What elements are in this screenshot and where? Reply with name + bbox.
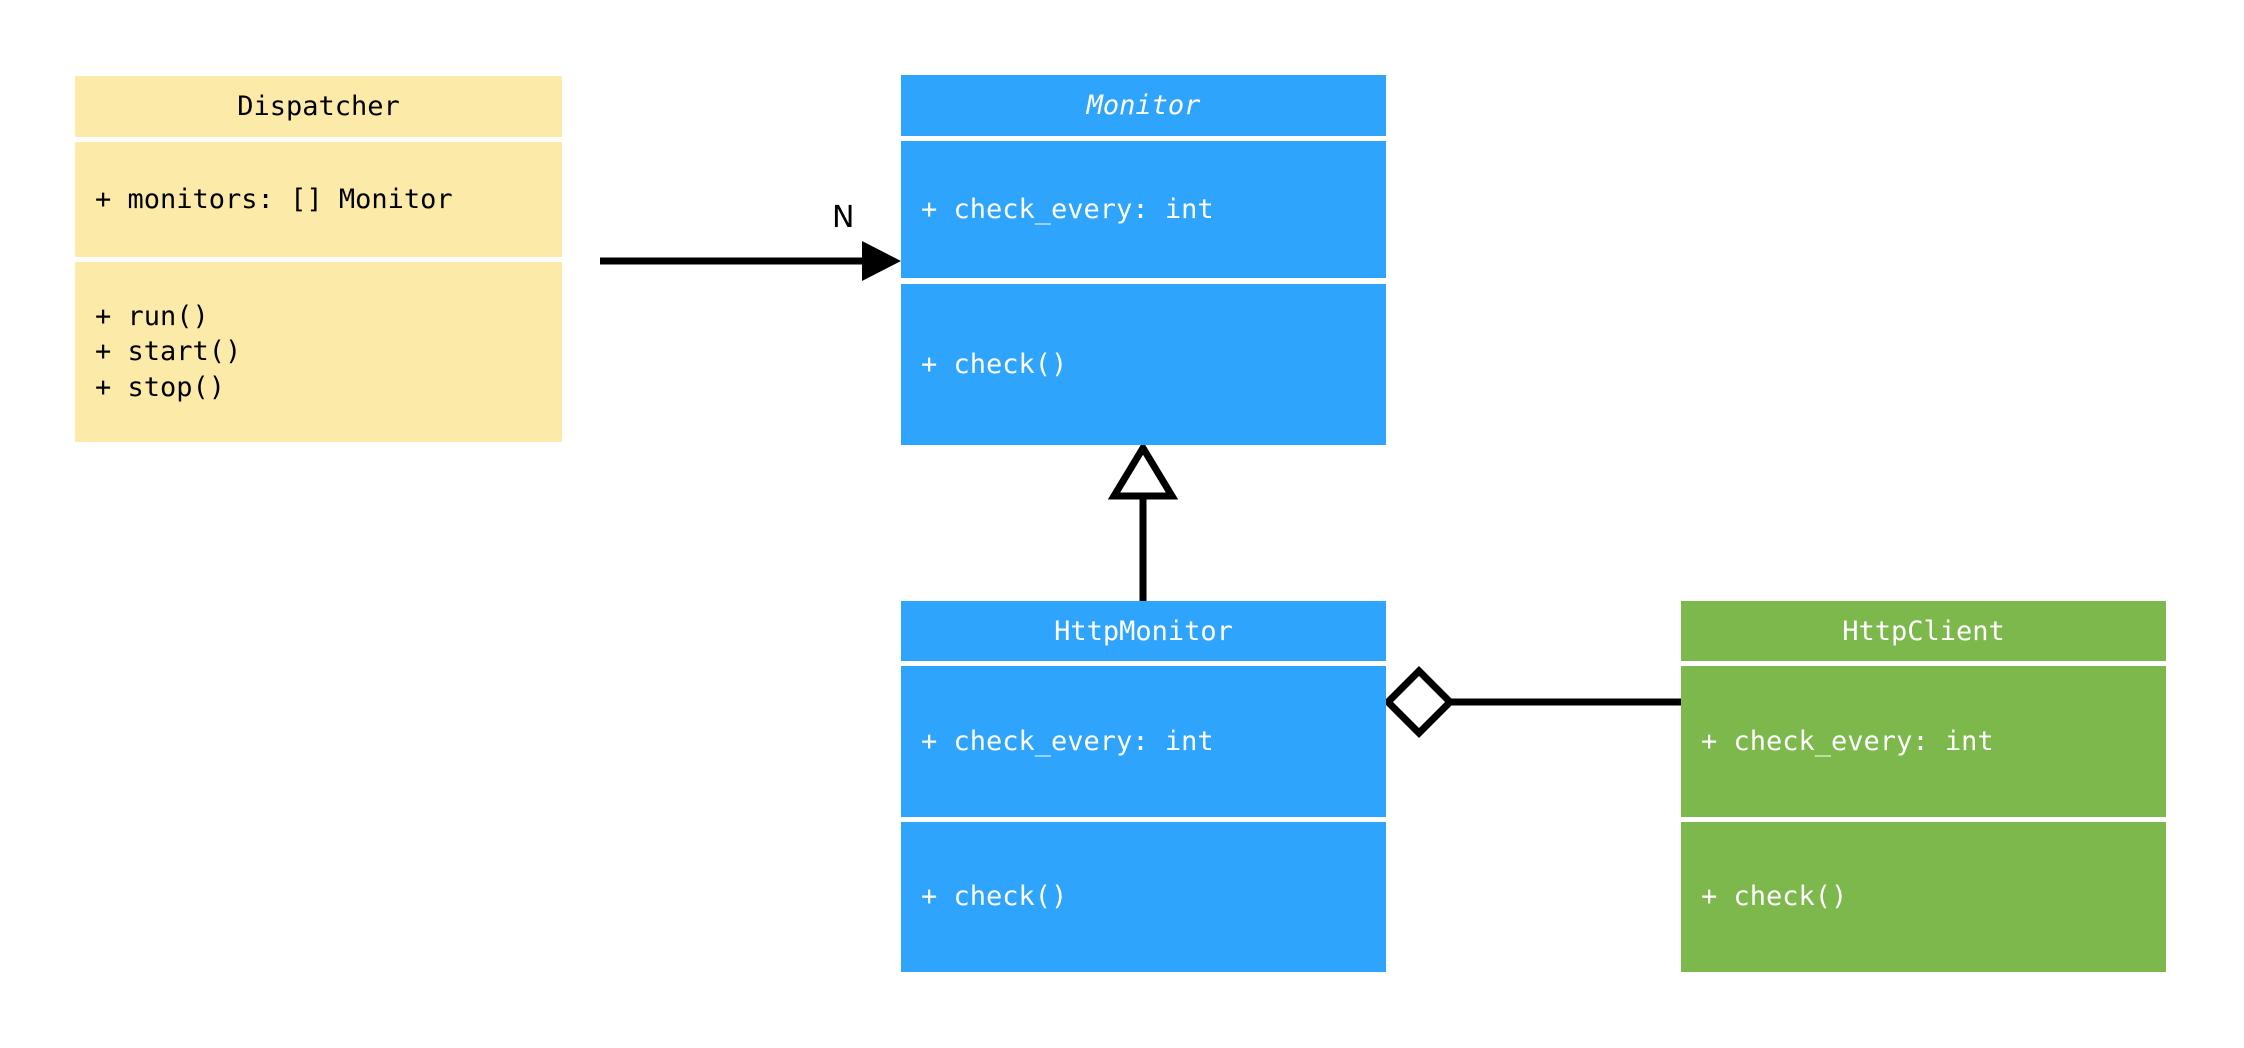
section-divider [75, 257, 562, 262]
class-name-httpclient: HttpClient [1842, 615, 2005, 647]
class-box-httpmonitor[interactable]: HttpMonitor + check_every: int + check() [901, 601, 1386, 972]
methods-compartment-httpclient: + check() [1681, 822, 2166, 972]
methods-compartment-dispatcher: + run() + start() + stop() [75, 262, 562, 442]
attributes-compartment-dispatcher: + monitors: [] Monitor [75, 142, 562, 257]
connector-dispatcher-to-monitor [600, 241, 901, 281]
method-row: + check() [921, 348, 1068, 380]
attribute-row: + check_every: int [921, 725, 1214, 757]
section-divider [1681, 817, 2166, 822]
attributes-compartment-httpmonitor: + check_every: int [901, 666, 1386, 817]
class-name-monitor: Monitor [1086, 90, 1201, 121]
section-divider [901, 278, 1386, 284]
section-divider [75, 137, 562, 142]
hollow-diamond-icon [1383, 666, 1455, 738]
method-row: + run() [95, 300, 209, 332]
attributes-compartment-httpclient: + check_every: int [1681, 666, 2166, 817]
hollow-triangle-icon [1107, 441, 1179, 500]
connector-httpmonitor-to-monitor [1107, 441, 1179, 601]
class-box-httpclient[interactable]: HttpClient + check_every: int + check() [1681, 601, 2166, 972]
association-multiplicity-label: N [832, 200, 855, 235]
class-name-dispatcher: Dispatcher [237, 91, 400, 122]
section-divider [901, 817, 1386, 822]
methods-compartment-monitor: + check() [901, 284, 1386, 445]
filled-arrowhead-icon [862, 241, 901, 281]
attribute-row: + check_every: int [1701, 725, 1994, 757]
class-box-monitor[interactable]: Monitor + check_every: int + check() [901, 75, 1386, 445]
connector-httpmonitor-to-httpclient [1383, 666, 1681, 738]
method-row: + check() [1701, 881, 1848, 913]
method-row: + start() [95, 336, 242, 368]
section-divider [1681, 661, 2166, 666]
section-divider [901, 136, 1386, 141]
class-name-httpmonitor: HttpMonitor [1054, 615, 1233, 647]
method-row: + stop() [95, 371, 226, 403]
methods-compartment-httpmonitor: + check() [901, 822, 1386, 972]
section-divider [901, 661, 1386, 666]
attribute-row: + check_every: int [921, 193, 1214, 225]
attributes-compartment-monitor: + check_every: int [901, 141, 1386, 278]
class-box-dispatcher[interactable]: Dispatcher + monitors: [] Monitor + run(… [75, 76, 562, 442]
method-row: + check() [921, 881, 1068, 913]
attribute-row: + monitors: [] Monitor [95, 183, 453, 215]
